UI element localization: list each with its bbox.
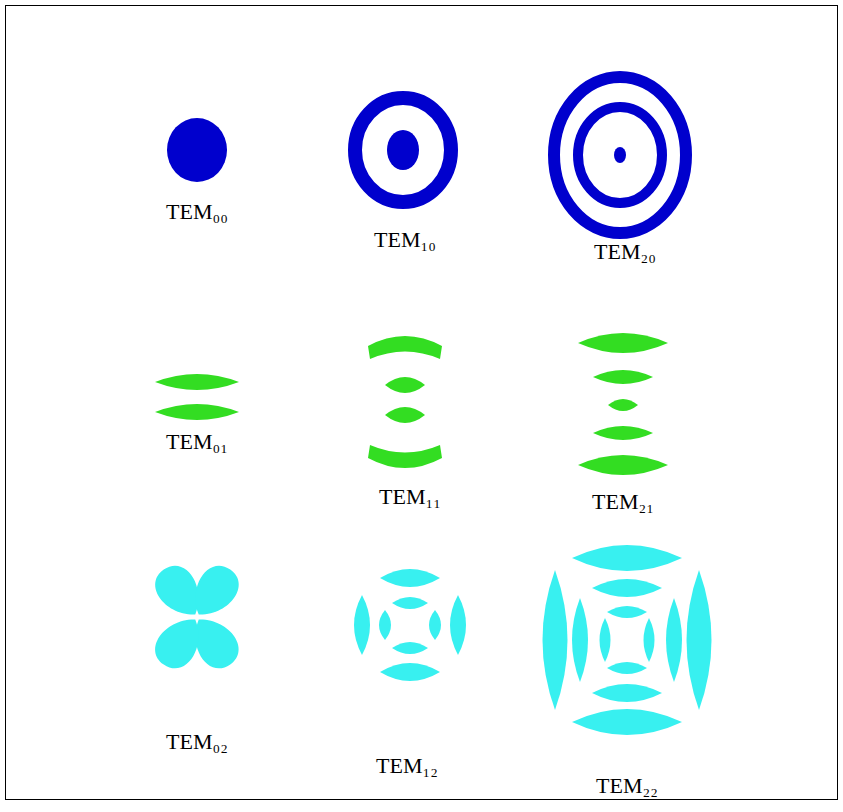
beam-lobe [429, 610, 441, 640]
mode-label: TEM₂₂ [596, 774, 658, 798]
beam-spot [167, 118, 227, 182]
mode-label: TEM₀₀ [166, 200, 228, 224]
beam-lobe [592, 684, 662, 702]
beam-lobe [608, 399, 638, 411]
mode-label: TEM₁₀ [374, 228, 436, 252]
beam-lobe [592, 579, 662, 597]
beam-lobe [368, 336, 442, 359]
beam-lobe [392, 597, 428, 609]
beam-lobe [450, 595, 466, 655]
beam-lobe [155, 374, 239, 390]
beam-lobe [578, 333, 668, 353]
mode-label: TEM₀₂ [166, 730, 228, 754]
beam-spot [614, 147, 626, 163]
mode-label: TEM₂₀ [594, 240, 656, 264]
beam-lobe [354, 595, 370, 655]
beam-lobe [543, 570, 568, 710]
beam-lobe [155, 404, 239, 420]
beam-lobe [607, 662, 647, 674]
beam-lobe [607, 606, 647, 618]
beam-lobe [600, 618, 611, 662]
beam-lobe [578, 455, 668, 475]
beam-lobe [385, 407, 425, 423]
beam-ring [554, 77, 686, 233]
figure-frame [6, 6, 838, 800]
beam-lobe [572, 545, 682, 571]
beam-lobe [148, 608, 211, 675]
beam-lobe [593, 370, 653, 384]
beam-lobe [687, 570, 712, 710]
beam-lobe [183, 558, 246, 625]
beam-lobe [379, 610, 391, 640]
beam-lobe [392, 642, 428, 654]
beam-lobe [572, 598, 588, 682]
beam-spot [387, 130, 419, 170]
beam-ring [578, 107, 662, 203]
beam-lobe [644, 618, 655, 662]
beam-lobe [593, 426, 653, 440]
beam-ring [355, 98, 451, 202]
mode-label: TEM₁₁ [379, 485, 441, 509]
mode-label: TEM₂₁ [592, 490, 654, 514]
mode-label: TEM₀₁ [166, 430, 228, 454]
beam-lobe [385, 377, 425, 393]
mode-label: TEM₁₂ [376, 754, 438, 778]
beam-lobe [380, 569, 440, 587]
beam-lobe [572, 709, 682, 735]
beam-lobe [380, 663, 440, 681]
beam-lobe [368, 445, 442, 468]
beam-lobe [666, 598, 682, 682]
